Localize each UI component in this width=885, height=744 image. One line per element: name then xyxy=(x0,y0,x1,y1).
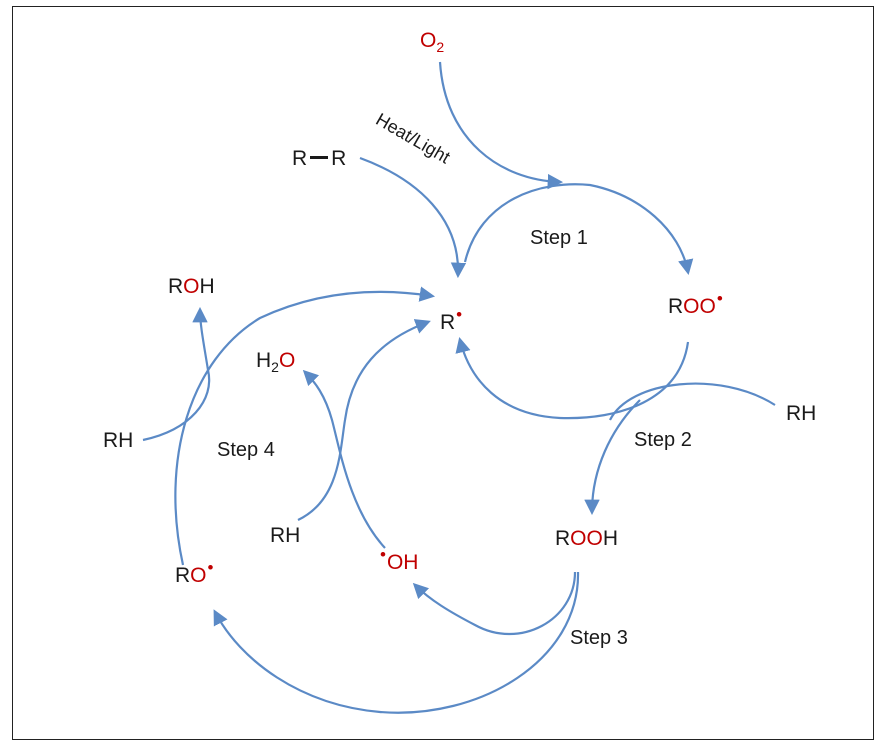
arrow-rooh-to-oh xyxy=(412,571,577,636)
r-radical-label: R• xyxy=(440,305,463,334)
h2o-label: H2O xyxy=(256,349,296,375)
arrow-rh-mid-to-r xyxy=(297,319,431,521)
arrow-o2-in xyxy=(438,61,564,190)
step2-label: Step 2 xyxy=(634,429,692,451)
arrow-oh-to-h2o xyxy=(302,369,386,549)
arrow-step2-to-rooh xyxy=(584,399,641,516)
oh-radical-label: •OH xyxy=(380,545,419,574)
single-bond-icon xyxy=(310,155,329,159)
arrow-rooh-to-ro xyxy=(213,571,580,714)
arrow-roo-to-r xyxy=(455,337,690,420)
step3-label: Step 3 xyxy=(570,627,628,649)
ro-radical-label: RO• xyxy=(175,558,214,587)
figure-frame xyxy=(12,6,874,740)
step1-label: Step 1 xyxy=(530,227,588,249)
rh-left-label: RH xyxy=(103,429,134,452)
roh-label: ROH xyxy=(168,275,215,298)
arrow-ro-to-r xyxy=(174,286,436,566)
rh-middle-label: RH xyxy=(270,524,301,547)
step4-label: Step 4 xyxy=(217,439,275,461)
arrow-rh-left-to-roh xyxy=(142,306,211,442)
rooh-label: ROOH xyxy=(555,527,619,550)
o2-label: O2 xyxy=(420,29,445,55)
arrow-rr-to-r xyxy=(359,156,467,279)
roo-radical-label: ROO• xyxy=(668,289,723,318)
arrow-step1-to-roo xyxy=(463,183,694,276)
rh-right-label: RH xyxy=(786,402,817,425)
arrow-rh-right xyxy=(609,382,776,421)
